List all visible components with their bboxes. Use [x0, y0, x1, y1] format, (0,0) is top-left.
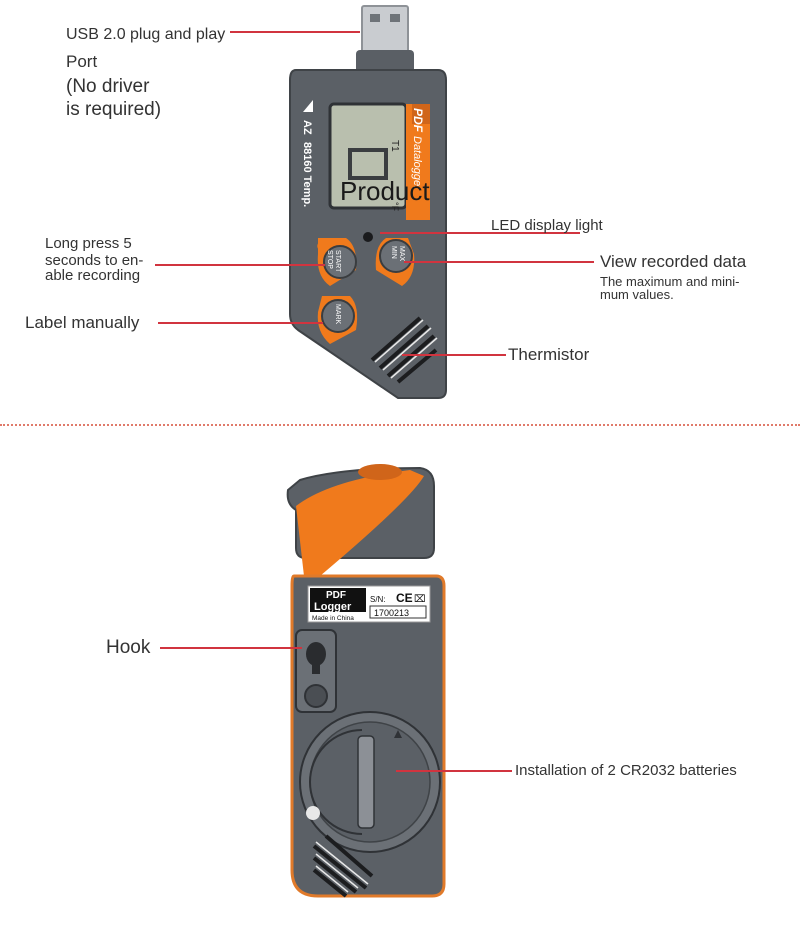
power-icon	[317, 241, 327, 251]
sticker-serial-text: 1700213	[374, 608, 409, 618]
mark-label: MARK	[334, 304, 341, 325]
lcd-unit-text: °F	[390, 202, 400, 212]
pdf-badge	[406, 104, 430, 220]
hook-label: Hook	[106, 637, 151, 658]
product-overlay-label: Product	[340, 176, 430, 206]
lcd-t1-text: T1	[389, 140, 400, 152]
model-text: 88160 Temp.	[301, 142, 313, 207]
brand-text: AZ	[301, 120, 313, 135]
usb-plug-icon	[356, 5, 414, 74]
back-vents	[312, 834, 374, 898]
device-back-illustration: PDF Logger Made in China S/N: CE ⌧ 17002…	[286, 464, 446, 898]
usb-sub-line-1: Port	[66, 52, 98, 71]
battery-label: Installation of 2 CR2032 batteries	[515, 762, 737, 779]
badge-datalogger-text: Datalogger	[411, 136, 423, 191]
start-stop-button[interactable]	[323, 245, 357, 279]
view-recorded-label: View recorded data	[600, 252, 747, 271]
sticker-sn-text: S/N:	[370, 595, 386, 604]
longpress-line-1: Long press 5	[45, 235, 132, 252]
usb-sub-line-3: is required)	[66, 99, 162, 120]
usb-label: USB 2.0 plug and play	[66, 26, 226, 43]
device-front-illustration: AZ 88160 Temp. PDF Datalogger T1 °F STAR…	[289, 5, 447, 399]
led-label: LED display light	[491, 217, 603, 234]
longpress-line-2: seconds to en-	[45, 252, 144, 269]
max-label: MAX	[398, 246, 405, 262]
sticker-logger-text: Logger	[314, 601, 352, 613]
sticker-pdf-text: PDF	[326, 590, 346, 601]
thermistor-label: Thermistor	[508, 345, 590, 364]
label-manually: Label manually	[25, 313, 140, 332]
section-divider	[0, 424, 800, 426]
view-sub-line-2: mum values.	[600, 287, 674, 302]
longpress-line-3: able recording	[45, 267, 141, 284]
reset-dot[interactable]	[306, 806, 320, 820]
min-label: MIN	[390, 246, 397, 259]
brand-logo-icon	[303, 100, 313, 112]
badge-pdf-text: PDF	[411, 108, 425, 133]
start-label: START	[334, 250, 341, 273]
usb-sub-line-2: (No driver	[66, 76, 150, 97]
sticker-made-in-text: Made in China	[312, 615, 354, 622]
mark-button[interactable]	[321, 299, 355, 333]
view-sub-line-1: The maximum and mini-	[600, 274, 740, 289]
stop-label: STOP	[326, 250, 333, 269]
led-indicator	[363, 232, 373, 242]
hook-icon	[295, 629, 337, 713]
max-min-button[interactable]	[379, 239, 413, 273]
usb-cap	[286, 464, 435, 576]
sticker-ce-mark: CE	[396, 591, 413, 605]
recycle-bin-icon: ⌧	[414, 594, 426, 605]
battery-cover[interactable]	[299, 711, 441, 853]
